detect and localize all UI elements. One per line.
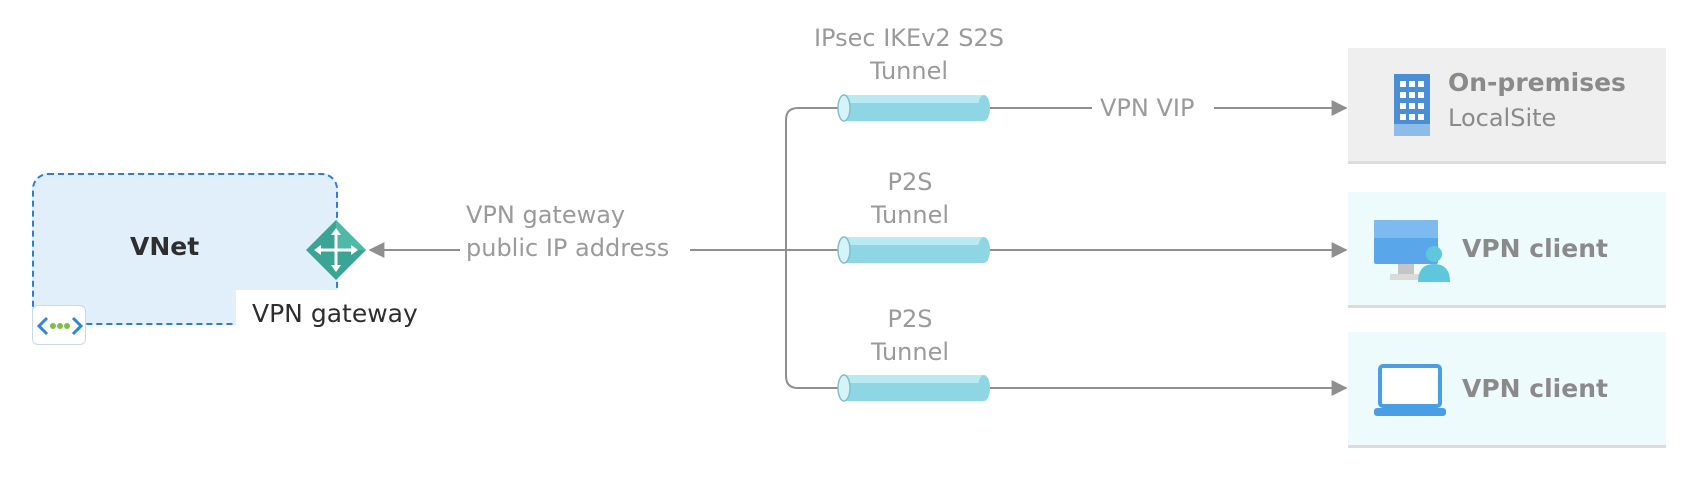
- vpn-gateway-icon: [306, 220, 366, 280]
- trunk-line: [785, 107, 840, 389]
- tunnel-label-s2s-line1: IPsec IKEv2 S2S: [813, 24, 1005, 52]
- tunnel-label-p2s-1-line1: P2S: [887, 168, 933, 196]
- on-premises-subtitle: LocalSite: [1448, 104, 1557, 132]
- desktop-user-icon: [1374, 220, 1450, 282]
- vpn-client-title-1: VPN client: [1462, 234, 1608, 263]
- gateway-label-background: [236, 290, 426, 334]
- vnet-icon: [32, 305, 86, 345]
- tunnel-label-p2s-2-line1: P2S: [887, 305, 933, 333]
- tunnel-label-p2s-1: P2S Tunnel: [840, 166, 980, 232]
- tunnel-tube-p2s-2: [837, 374, 990, 402]
- tunnel-tube-p2s-1: [837, 236, 990, 264]
- gateway-address-label: VPN gateway public IP address: [466, 199, 669, 265]
- tunnel-label-s2s: IPsec IKEv2 S2S Tunnel: [800, 22, 1018, 88]
- gateway-address-line2: public IP address: [466, 234, 670, 262]
- gateway-address-line1: VPN gateway: [466, 201, 626, 229]
- tunnel-label-p2s-2-line2: Tunnel: [870, 338, 950, 366]
- tunnel-tube-s2s: [837, 94, 990, 122]
- laptop-icon: [1374, 364, 1446, 416]
- on-premises-title: On-premises: [1448, 68, 1626, 97]
- tunnel-label-p2s-1-line2: Tunnel: [870, 201, 950, 229]
- tunnel-label-s2s-line2: Tunnel: [869, 57, 949, 85]
- building-icon: [1394, 74, 1430, 136]
- vpn-client-card-2: [1348, 332, 1666, 448]
- vpn-vip-label: VPN VIP: [1100, 94, 1195, 122]
- tunnel-label-p2s-2: P2S Tunnel: [840, 303, 980, 369]
- vpn-gateway-label: VPN gateway: [252, 299, 418, 328]
- vnet-title: VNet: [130, 232, 200, 261]
- vpn-client-title-2: VPN client: [1462, 374, 1608, 403]
